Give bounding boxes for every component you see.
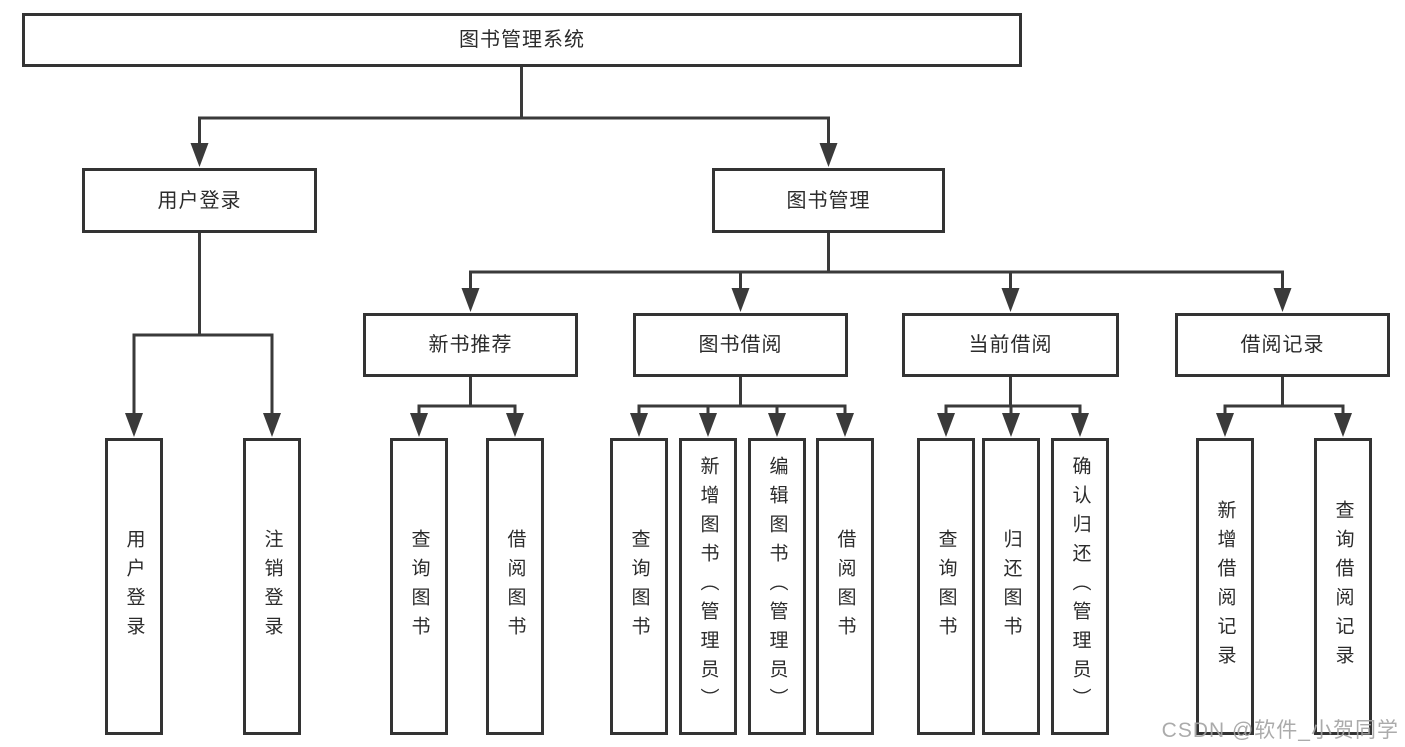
node-root: 图书管理系统 — [22, 13, 1022, 67]
node-current-borrow: 当前借阅 — [902, 313, 1119, 377]
node-new-book-recommend: 新书推荐 — [363, 313, 578, 377]
leaf-return-books: 归还图书 — [982, 438, 1040, 735]
leaf-query-borrow-record: 查询借阅记录 — [1314, 438, 1372, 735]
node-user-login: 用户登录 — [82, 168, 317, 233]
leaf-query-books-current: 查询图书 — [917, 438, 975, 735]
leaf-logout: 注销登录 — [243, 438, 301, 735]
leaf-edit-books-admin: 编辑图书（管理员） — [748, 438, 806, 735]
leaf-borrow-books: 借阅图书 — [816, 438, 874, 735]
leaf-query-books-borrow: 查询图书 — [610, 438, 668, 735]
leaf-borrow-books-recommend: 借阅图书 — [486, 438, 544, 735]
watermark: CSDN @软件_小贺同学 — [1161, 719, 1399, 742]
leaf-add-borrow-record: 新增借阅记录 — [1196, 438, 1254, 735]
leaf-query-books-recommend: 查询图书 — [390, 438, 448, 735]
node-borrow-records: 借阅记录 — [1175, 313, 1390, 377]
leaf-user-login: 用户登录 — [105, 438, 163, 735]
leaf-add-books-admin: 新增图书（管理员） — [679, 438, 737, 735]
node-book-management: 图书管理 — [712, 168, 945, 233]
leaf-confirm-return-admin: 确认归还（管理员） — [1051, 438, 1109, 735]
node-book-borrow: 图书借阅 — [633, 313, 848, 377]
